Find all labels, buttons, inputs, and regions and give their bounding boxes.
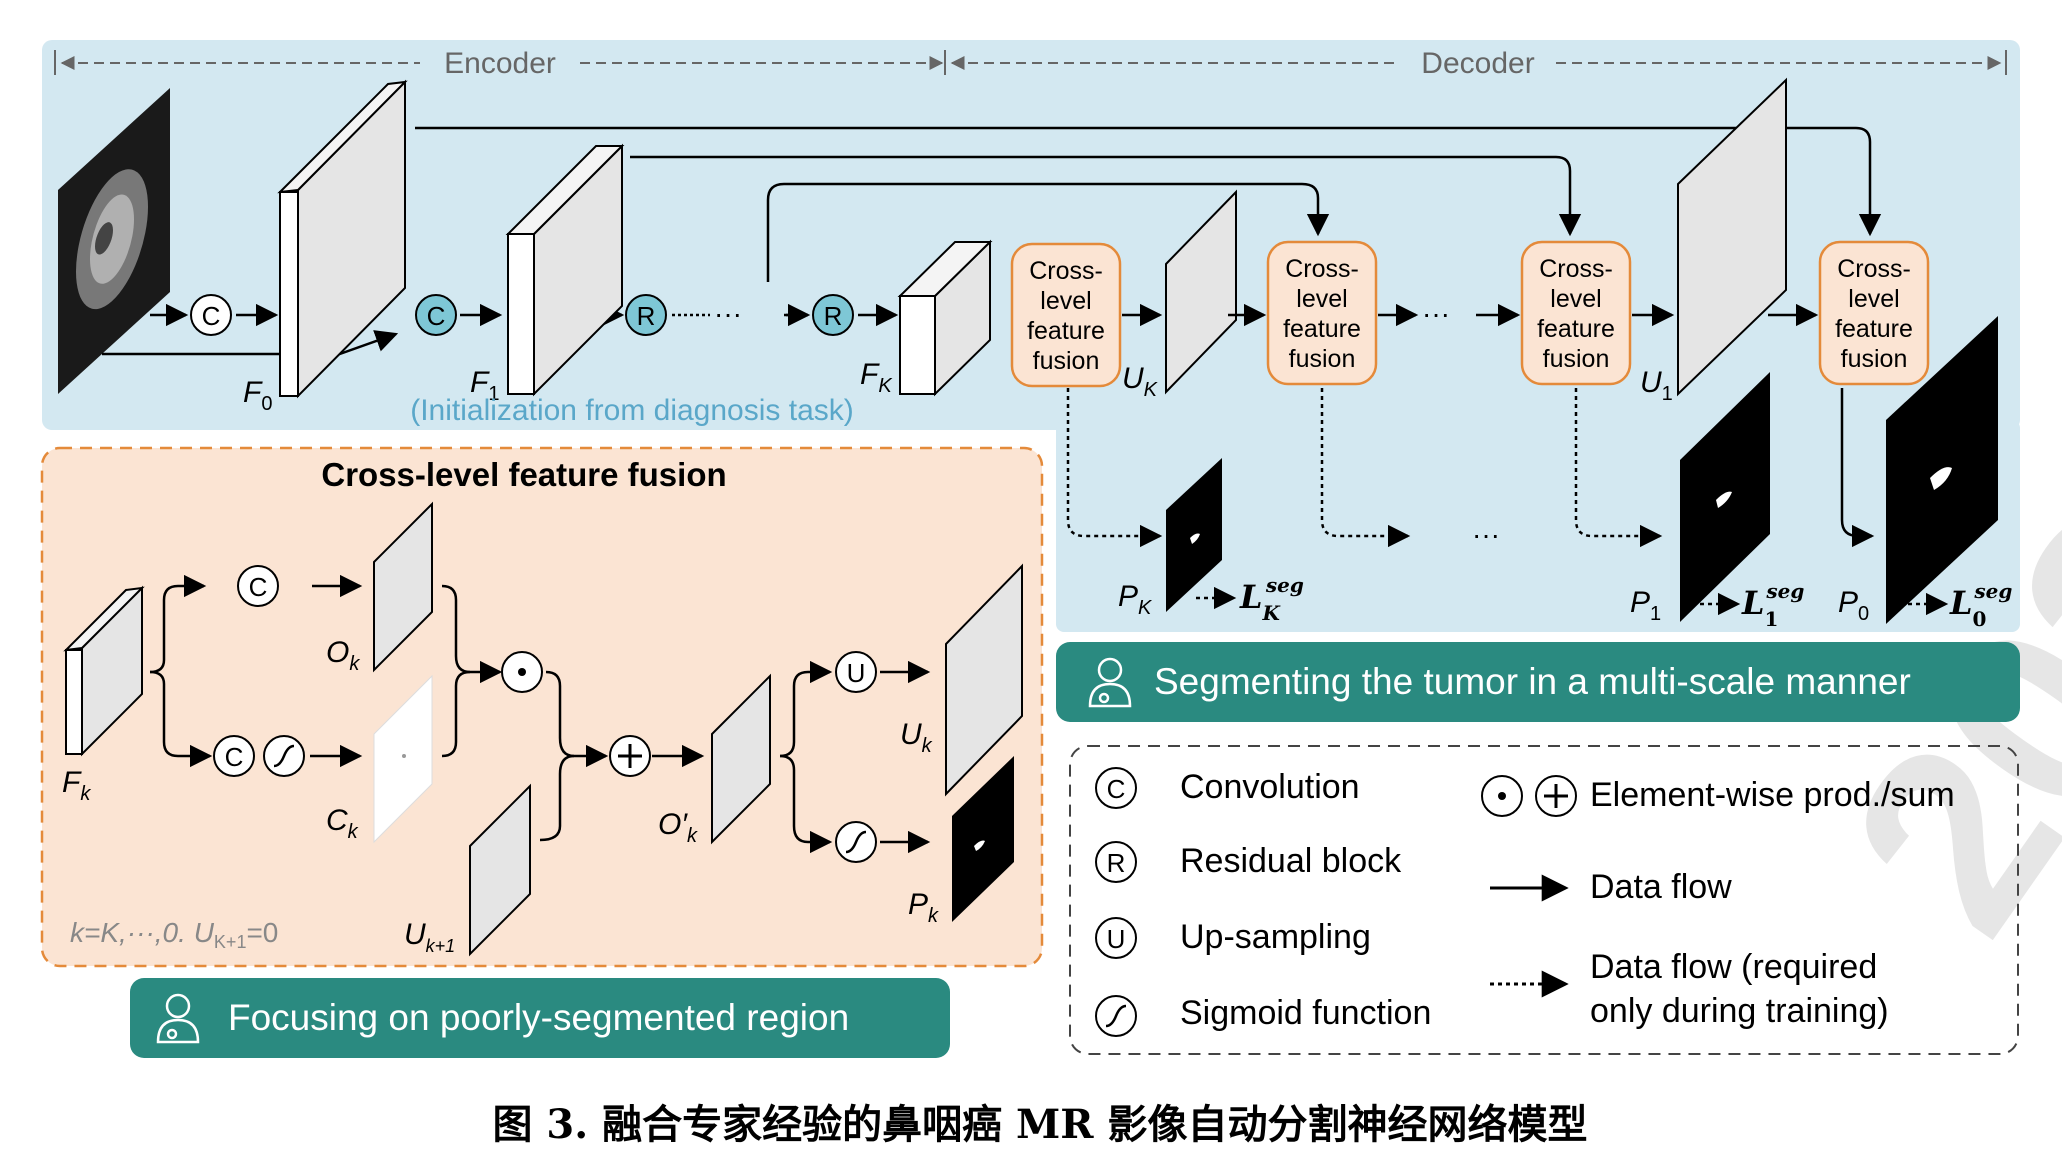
residual-op-2: R	[812, 294, 854, 336]
inset-sigmoid-icon	[273, 744, 295, 768]
inset-label-ok: Ok	[326, 636, 360, 675]
fusion-block-mid: Cross- level feature fusion	[1266, 240, 1378, 386]
fusion-block-0: Cross- level feature fusion	[1818, 240, 1930, 386]
svg-text:fusion: fusion	[1289, 345, 1356, 373]
svg-text:level: level	[1550, 285, 1601, 313]
legend-sum-icon	[1544, 784, 1568, 808]
label-pk: PK	[1118, 580, 1153, 619]
prediction-map-p0	[1886, 316, 1998, 624]
prediction-map-pk	[1166, 458, 1222, 612]
fusion-block-1: Cross- level feature fusion	[1520, 240, 1632, 386]
inset-label-opk: O′k	[658, 808, 698, 847]
prediction-map-p1	[1680, 372, 1770, 622]
svg-text:Cross-: Cross-	[1539, 255, 1613, 283]
legend-dflow-2: only during training)	[1590, 992, 1889, 1030]
feature-block-f0	[277, 79, 408, 399]
svg-text:level: level	[1040, 287, 1091, 315]
conv-op-input: C	[190, 294, 232, 336]
inset-title: Cross-level feature fusion	[321, 456, 726, 493]
inset-conv-bottom: C	[225, 742, 244, 772]
legend-product-icon	[1498, 792, 1506, 800]
svg-text:level: level	[1296, 285, 1347, 313]
svg-text:Cross-: Cross-	[1029, 257, 1103, 285]
label-u1: U1	[1640, 366, 1673, 405]
skip-connection-f1	[630, 155, 1582, 237]
svg-text:feature: feature	[1835, 315, 1913, 343]
legend-sig: Sigmoid function	[1180, 994, 1431, 1032]
residual-op-1-label: R	[637, 301, 656, 331]
decoder-panel-extension	[1056, 420, 2020, 632]
label-fk: FK	[860, 358, 893, 397]
legend-dflow-1: Data flow (required	[1590, 948, 1877, 986]
inset-label-uk1: Uk+1	[404, 918, 455, 956]
segmentation-banner-text: Segmenting the tumor in a multi-scale ma…	[1154, 661, 1911, 702]
svg-text:Cross-: Cross-	[1837, 255, 1911, 283]
legend-conv: Convolution	[1180, 768, 1360, 806]
legend-up: Up-sampling	[1180, 918, 1371, 956]
svg-text:Cross-: Cross-	[1285, 255, 1359, 283]
svg-text:fusion: fusion	[1841, 345, 1908, 373]
feature-map-u1	[1677, 77, 1787, 397]
inset-label-uk: Uk	[900, 718, 933, 757]
loss-1: L1seg	[1741, 579, 1804, 631]
label-uk: UK	[1122, 362, 1159, 401]
label-p0: P0	[1838, 586, 1869, 625]
skip-connection-fk	[766, 182, 1330, 282]
residual-op-2-label: R	[824, 301, 843, 331]
legend-sigmoid-icon	[1105, 1004, 1127, 1028]
inset-note: k=K,···,0. UK+1=0	[70, 917, 278, 952]
loss-k: LKseg	[1239, 573, 1304, 625]
encoder-dots: ···	[714, 298, 742, 329]
legend-conv-glyph: C	[1107, 774, 1126, 804]
inset-sigmoid-icon-2	[845, 830, 867, 854]
svg-text:feature: feature	[1283, 315, 1361, 343]
input-mr-image	[58, 88, 170, 394]
encoder-decoder-header: Encoder Decoder	[54, 47, 2007, 80]
legend-res-glyph: R	[1107, 848, 1126, 878]
inset-conv-top: C	[249, 572, 268, 602]
figure-caption: 图 3. 融合专家经验的鼻咽癌 MR 影像自动分割神经网络模型	[493, 1101, 1588, 1148]
decoder-label: Decoder	[1421, 47, 1534, 80]
init-note: (Initialization from diagnosis task)	[410, 394, 854, 427]
inset-product-icon	[518, 668, 526, 676]
inset-label-pk: Pk	[908, 888, 939, 927]
inset-sum-icon	[618, 744, 642, 768]
inset-upsample-op: U	[847, 658, 866, 688]
svg-text:feature: feature	[1027, 317, 1105, 345]
legend-res: Residual block	[1180, 842, 1402, 880]
prediction-branches	[1066, 388, 1875, 548]
svg-text:fusion: fusion	[1033, 347, 1100, 375]
residual-op-1: R	[625, 294, 667, 336]
legend-elem: Element-wise prod./sum	[1590, 776, 1955, 814]
legend-flow: Data flow	[1590, 868, 1732, 906]
feature-block-f1	[505, 143, 625, 397]
focus-banner: Focusing on poorly-segmented region	[130, 978, 950, 1058]
segmentation-banner: Segmenting the tumor in a multi-scale ma…	[1056, 642, 2020, 722]
svg-text:fusion: fusion	[1543, 345, 1610, 373]
feature-block-fk	[897, 239, 993, 397]
focus-banner-text: Focusing on poorly-segmented region	[228, 997, 849, 1038]
decoder-dots: ···	[1422, 298, 1450, 329]
label-f0: F0	[243, 376, 272, 415]
conv-op-init: C	[415, 294, 457, 336]
prediction-dots: ···	[1472, 519, 1500, 550]
svg-text:feature: feature	[1537, 315, 1615, 343]
doctor-icon-2	[156, 993, 200, 1044]
inset-label-fk: Fk	[62, 766, 91, 805]
inset-label-ck: Ck	[326, 804, 359, 843]
svg-text:level: level	[1848, 285, 1899, 313]
label-f1: F1	[470, 366, 499, 405]
inset-fusion-panel: Cross-level feature fusion Fk C Ok C Ck …	[40, 446, 1044, 968]
conv-op-input-label: C	[202, 301, 221, 331]
encoder-label: Encoder	[444, 47, 556, 80]
legend-up-glyph: U	[1107, 924, 1126, 954]
conv-op-init-label: C	[427, 301, 446, 331]
legend: C Convolution R Residual block U Up-samp…	[1069, 745, 2019, 1055]
doctor-icon	[1088, 657, 1132, 708]
label-p1: P1	[1630, 586, 1661, 625]
fusion-block-k: Cross- level feature fusion	[1010, 242, 1122, 388]
loss-0: L0seg	[1949, 579, 2012, 631]
feature-map-uk	[1165, 189, 1237, 395]
